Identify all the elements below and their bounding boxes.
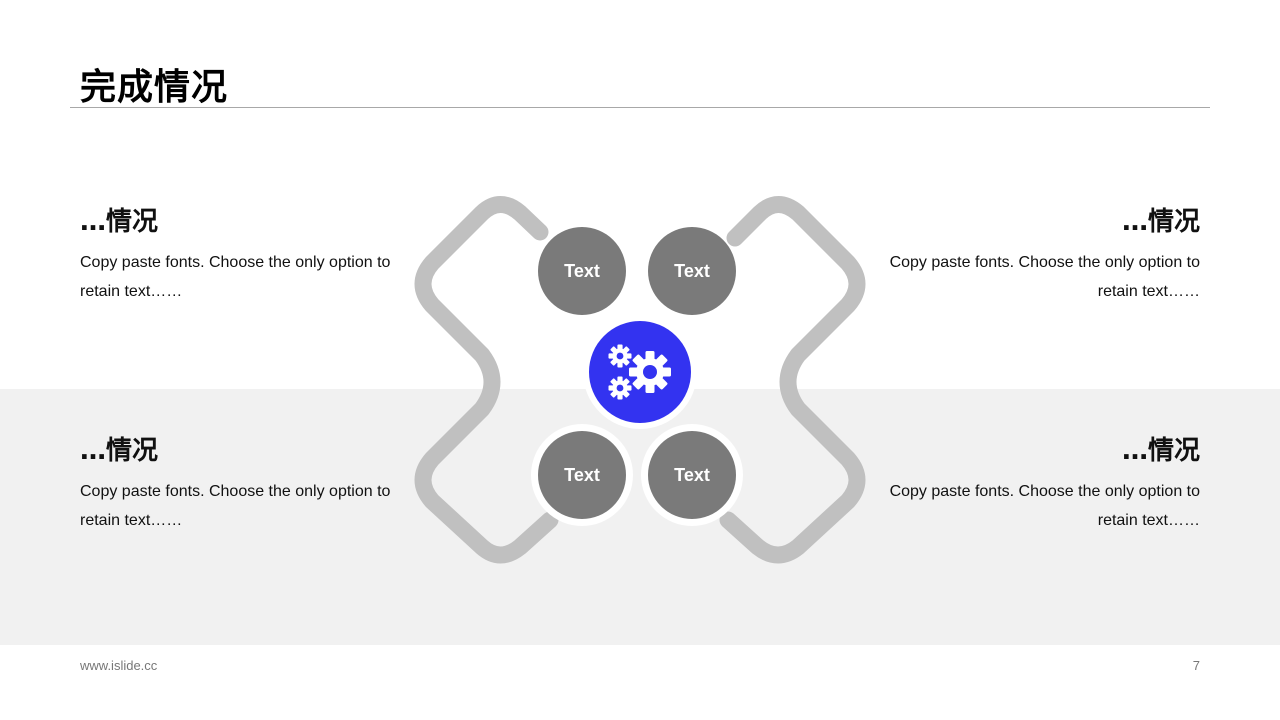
footer-url: www.islide.cc xyxy=(80,658,158,673)
connector-right xyxy=(719,196,866,564)
info-block-top-right: …情况 Copy paste fonts. Choose the only op… xyxy=(870,206,1200,306)
block-heading: …情况 xyxy=(80,436,159,466)
block-body: Copy paste fonts. Choose the only option… xyxy=(80,254,391,300)
block-body: Copy paste fonts. Choose the only option… xyxy=(80,483,391,529)
diagram-center-node xyxy=(583,315,697,429)
diagram-node-top-left: Text xyxy=(538,227,626,315)
diagram-node-bottom-right: Text xyxy=(641,424,743,526)
info-block-bottom-left: …情况 Copy paste fonts. Choose the only op… xyxy=(80,435,410,535)
connector-left xyxy=(414,196,559,564)
block-body: Copy paste fonts. Choose the only option… xyxy=(889,254,1200,300)
block-body: Copy paste fonts. Choose the only option… xyxy=(889,483,1200,529)
diagram-node-bottom-left: Text xyxy=(531,424,633,526)
title-divider xyxy=(70,107,1210,108)
gears-icon xyxy=(608,344,671,400)
page-number: 7 xyxy=(1192,658,1200,673)
info-block-bottom-right: …情况 Copy paste fonts. Choose the only op… xyxy=(870,435,1200,535)
diagram-node-top-right: Text xyxy=(648,227,736,315)
info-block-top-left: …情况 Copy paste fonts. Choose the only op… xyxy=(80,206,410,306)
node-label: Text xyxy=(564,261,600,281)
block-heading: …情况 xyxy=(1121,207,1200,237)
node-label: Text xyxy=(564,465,600,485)
background-band xyxy=(0,389,1280,645)
connector-paths xyxy=(414,196,866,564)
node-label: Text xyxy=(674,261,710,281)
node-label: Text xyxy=(674,465,710,485)
page-title: 完成情况 xyxy=(80,67,229,108)
block-heading: …情况 xyxy=(80,207,159,237)
block-heading: …情况 xyxy=(1121,436,1200,466)
